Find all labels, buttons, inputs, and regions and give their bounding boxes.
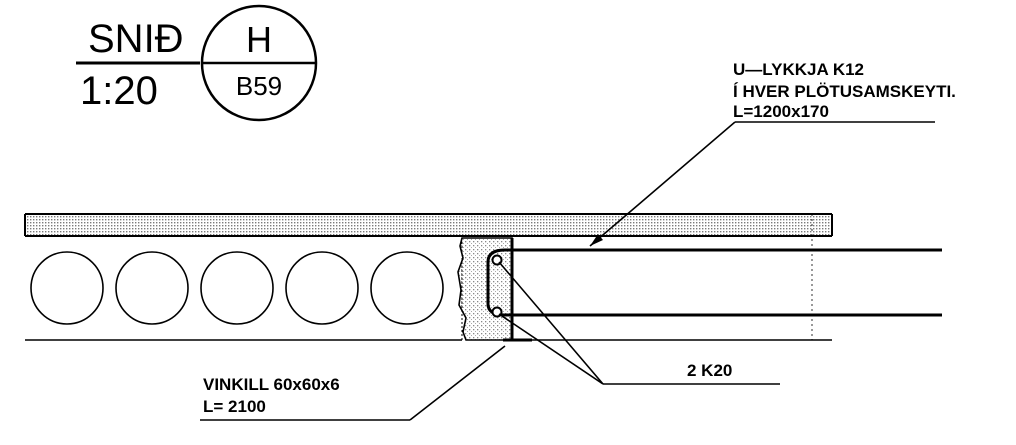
annotation-bars: 2 K20 bbox=[498, 261, 780, 385]
u-loop-rebar bbox=[486, 248, 942, 318]
leader-loop bbox=[589, 121, 736, 247]
hollow-core-3 bbox=[200, 251, 274, 325]
grout-fill bbox=[457, 237, 513, 341]
leader-bar-top bbox=[498, 261, 604, 385]
angle-note-2: L= 2100 bbox=[203, 397, 266, 416]
annotation-angle: VINKILL 60x60x6 L= 2100 bbox=[200, 345, 506, 421]
joint-grout bbox=[457, 237, 513, 341]
loop-note-3: L=1200x170 bbox=[733, 102, 829, 121]
detail-id: H bbox=[246, 19, 272, 60]
hollow-core-5 bbox=[370, 251, 444, 325]
leader-bar-bottom bbox=[498, 313, 604, 385]
bars-note: 2 K20 bbox=[687, 361, 732, 380]
loop-note-2: Í HVER PLÖTUSAMSKEYTI. bbox=[733, 82, 956, 101]
title-block: SNIÐ 1:20 H B59 bbox=[76, 4, 318, 122]
leader-angle bbox=[409, 345, 506, 421]
section-label: SNIÐ bbox=[88, 17, 184, 61]
hollow-core-1 bbox=[30, 251, 104, 325]
hollow-core-slab bbox=[25, 251, 462, 341]
leader-loop-arrow bbox=[590, 234, 603, 246]
annotation-loop: U—LYKKJA K12 Í HVER PLÖTUSAMSKEYTI. L=12… bbox=[589, 60, 956, 247]
sheet-ref: B59 bbox=[236, 71, 282, 101]
loop-note-1: U—LYKKJA K12 bbox=[733, 60, 864, 79]
scale-label: 1:20 bbox=[80, 69, 158, 113]
hollow-core-4 bbox=[285, 251, 359, 325]
angle-note-1: VINKILL 60x60x6 bbox=[203, 375, 340, 394]
hollow-core-2 bbox=[115, 251, 189, 325]
topping-slab bbox=[24, 213, 833, 237]
topping-hatch bbox=[25, 214, 832, 236]
